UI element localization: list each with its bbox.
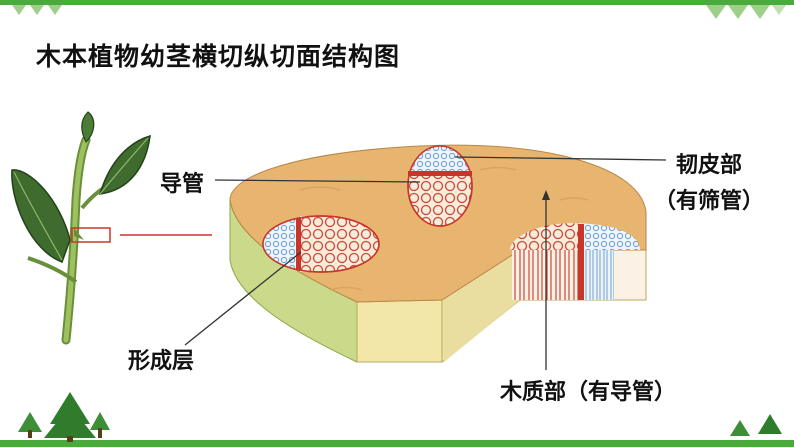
slide-title: 木本植物幼茎横切纵切面结构图 — [36, 42, 401, 71]
label-phloem-sieve: （有筛管） — [654, 189, 765, 214]
top-right-triangle-decoration — [706, 5, 786, 19]
plant-sprig-illustration — [11, 111, 212, 345]
label-xylem: 木质部（有导管） — [500, 380, 677, 405]
bottom-border-bar — [0, 440, 794, 447]
stem-cross-section — [229, 144, 647, 364]
label-vessel: 导管 — [160, 172, 205, 197]
vascular-bundle-cut-face — [510, 223, 640, 300]
vascular-bundle-left — [262, 215, 380, 273]
trees-decoration — [18, 392, 782, 442]
leader-lines — [184, 156, 667, 370]
top-border-bar — [0, 0, 794, 5]
label-phloem: 韧皮部 — [676, 153, 743, 178]
top-left-triangle-decoration — [12, 5, 62, 15]
vascular-bundle-top — [407, 145, 473, 227]
label-cambium: 形成层 — [128, 349, 195, 374]
